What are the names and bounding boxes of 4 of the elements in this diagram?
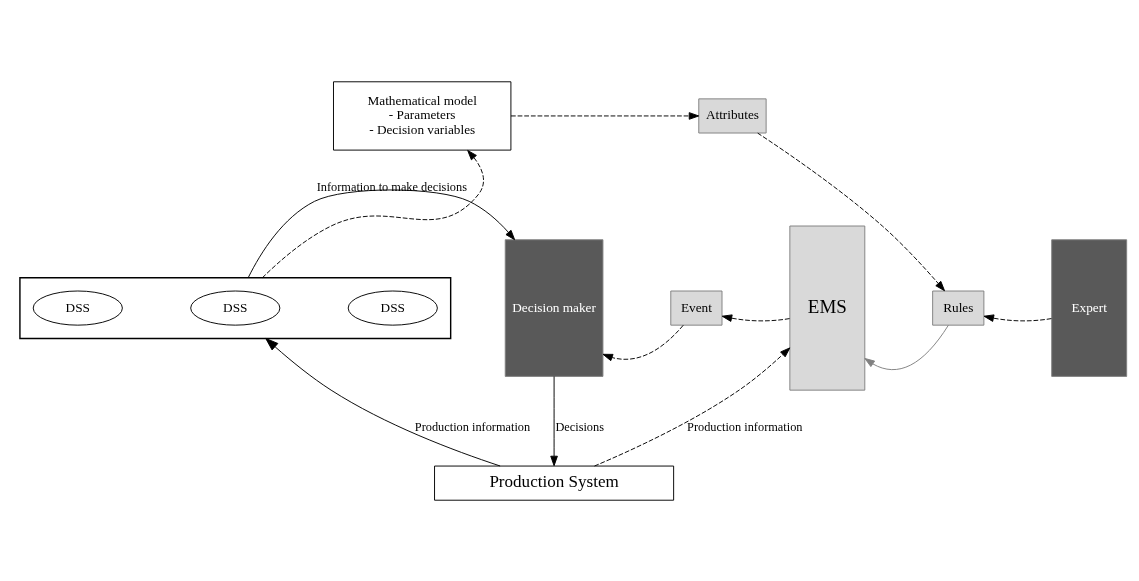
edge-label: Production information — [414, 419, 531, 434]
edge-label: Decisions — [555, 419, 605, 434]
edge-label: Production information — [687, 419, 803, 434]
edge-label: Information to make decisions — [316, 179, 467, 194]
